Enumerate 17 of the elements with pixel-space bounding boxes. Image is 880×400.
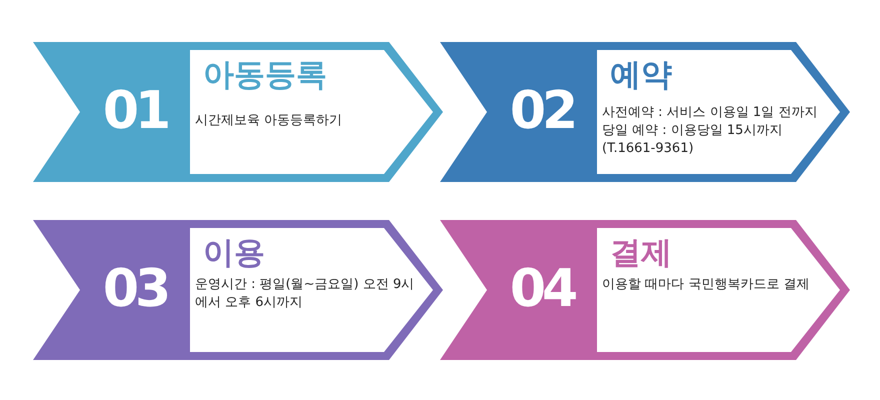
- step-number: 02: [508, 80, 576, 142]
- step-description: 시간제보육 아동등록하기: [195, 112, 344, 130]
- step-title: 결제: [610, 234, 672, 272]
- step-title: 이용: [203, 234, 265, 272]
- step-description: 당일 예약 : 이용당일 15시까지 (T.1661-9361): [602, 122, 784, 158]
- chevron-step: [440, 220, 850, 360]
- step-title: 아동등록: [203, 56, 327, 94]
- chevron-step: [33, 42, 443, 182]
- step-description: 운영시간 : 평일(월~금요일) 오전 9시에서 오후 6시까지: [195, 276, 416, 312]
- step-title: 예약: [610, 56, 672, 94]
- chevron-step: [33, 220, 443, 360]
- step-description: 이용할 때마다 국민행복카드로 결제: [602, 276, 810, 294]
- chevron-step: [440, 42, 850, 182]
- step-description: 사전예약 : 서비스 이용일 1일 전까지: [602, 104, 818, 122]
- step-number: 03: [102, 258, 168, 320]
- step-number: 04: [508, 258, 576, 320]
- step-number: 01: [102, 80, 169, 142]
